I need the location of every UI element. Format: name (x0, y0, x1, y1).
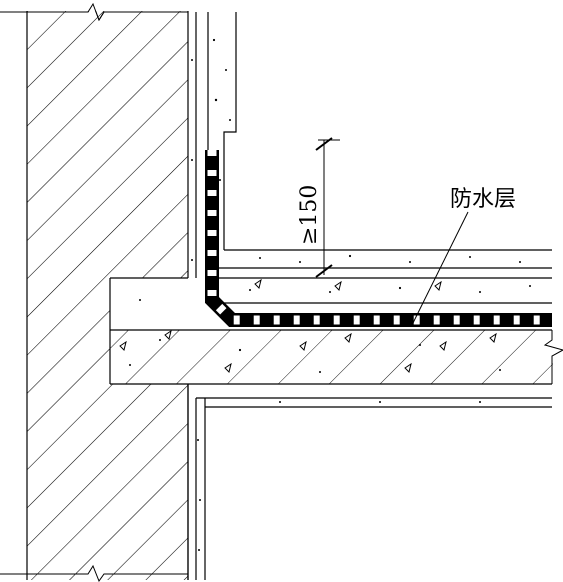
waterproof-membrane (205, 150, 552, 327)
waterproof-callout: 防水层 (411, 187, 516, 326)
floor-slab (109, 277, 563, 385)
waterproof-layer-label: 防水层 (450, 187, 516, 212)
aggregate-marks (119, 278, 497, 373)
min-height-label: ≥150 (297, 185, 322, 245)
bottom-break-mark (0, 564, 188, 582)
ceiling-plaster (187, 384, 552, 580)
concrete-speckles (129, 38, 531, 551)
height-dimension: ≥150 (297, 137, 340, 278)
